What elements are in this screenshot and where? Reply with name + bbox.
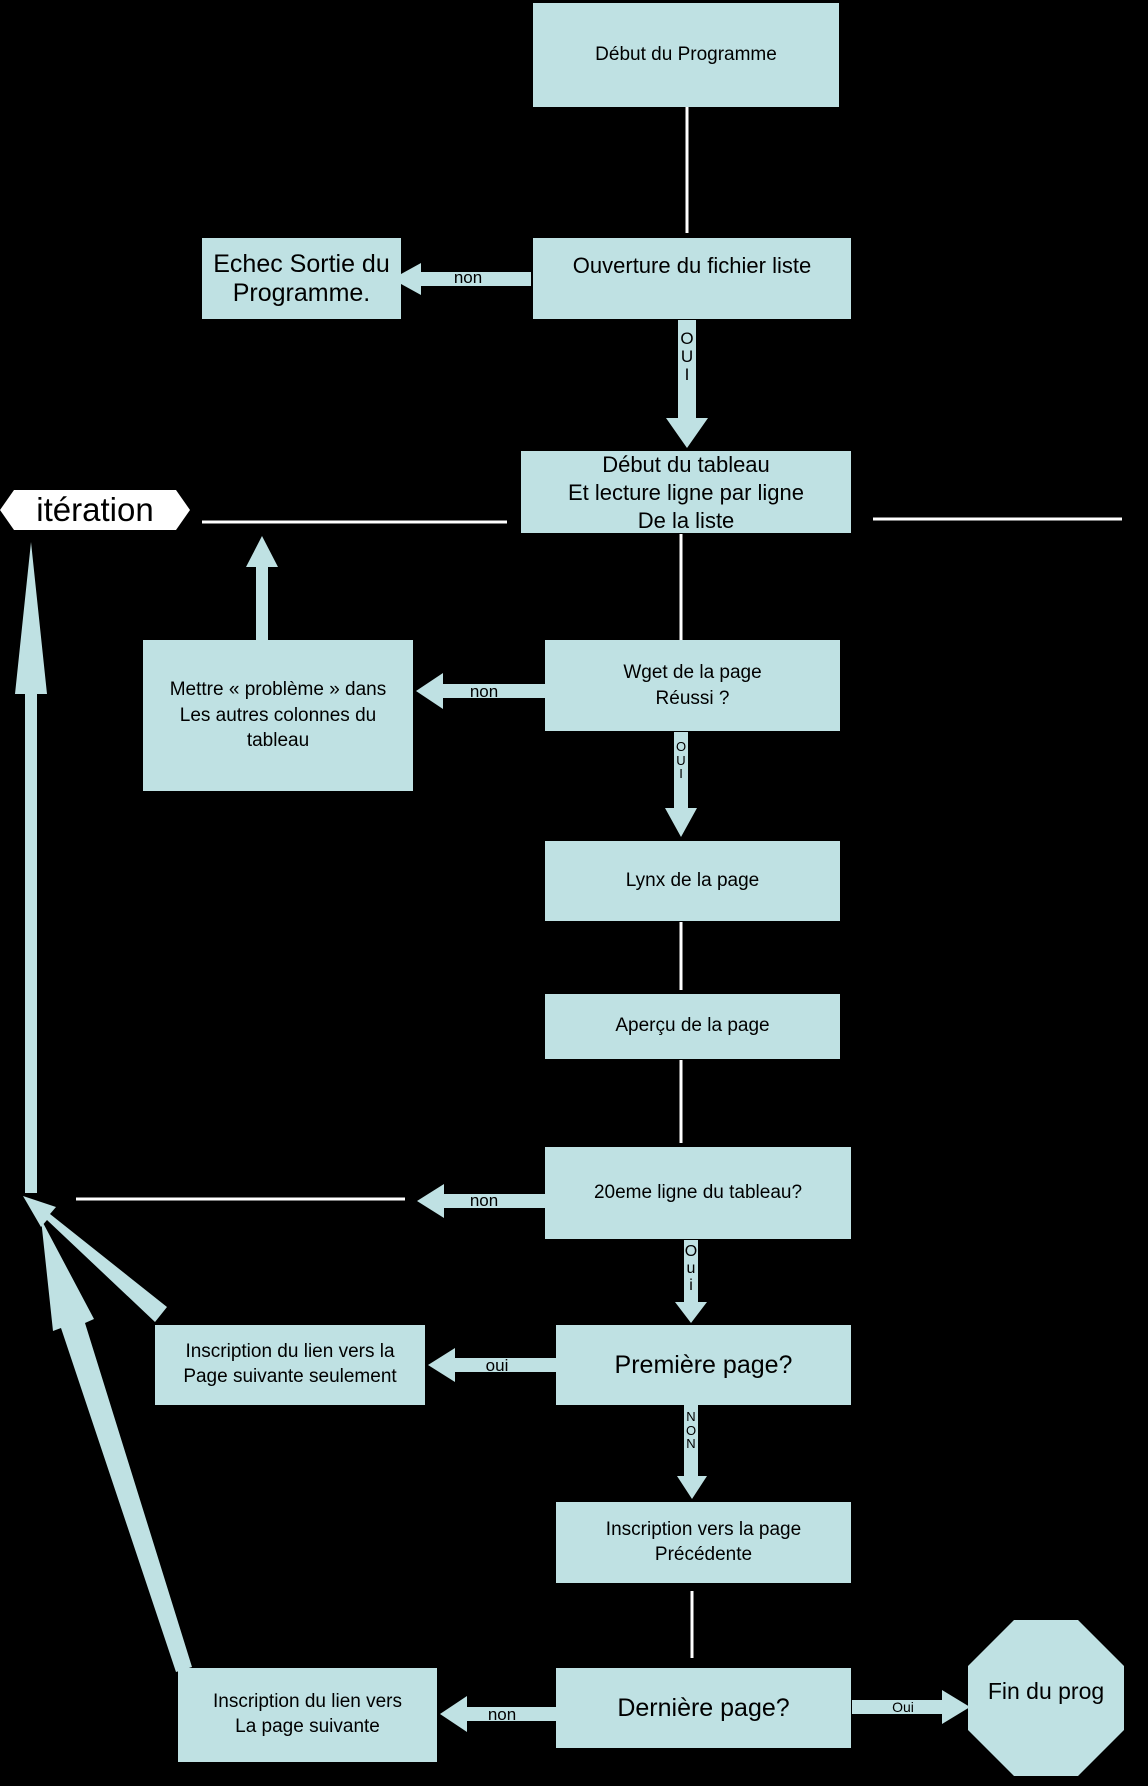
arrow-open-fail <box>392 263 531 295</box>
wget-box: Wget de la page Réussi ? <box>545 640 840 731</box>
last-page-text: Dernière page? <box>617 1693 790 1722</box>
arrow-first-prev <box>677 1405 707 1499</box>
next-only-text: Inscription du lien vers la Page suivant… <box>183 1341 397 1387</box>
lynx-text: Lynx de la page <box>625 869 760 891</box>
end-text: Fin du prog <box>987 1678 1105 1704</box>
arrow-line20-first <box>675 1240 707 1323</box>
prev-page-text: Inscription vers la page Précédente <box>605 1518 802 1565</box>
arrow-nextlink-iteration <box>41 1219 192 1672</box>
arrow-iteration-up <box>15 542 47 1193</box>
open-file-text: Ouverture du fichier liste <box>572 253 812 278</box>
lynx-box: Lynx de la page <box>545 841 840 921</box>
terminal-iteration-shape <box>0 490 190 530</box>
prev-page-box: Inscription vers la page Précédente <box>556 1502 851 1583</box>
line20-text: 20eme ligne du tableau? <box>593 1181 803 1203</box>
arrow-wget-lynx <box>665 732 697 837</box>
open-file-box: Ouverture du fichier liste <box>533 238 851 319</box>
arrow-first-nextonly <box>428 1348 556 1382</box>
table-start-text: Début du tableau Et lecture ligne par li… <box>567 452 805 534</box>
next-link-box: Inscription du lien vers La page suivant… <box>178 1668 437 1762</box>
problem-box: Mettre « problème » dans Les autres colo… <box>143 640 413 791</box>
last-page-box: Dernière page? <box>556 1668 851 1748</box>
arrow-open-table <box>666 320 708 448</box>
arrow-nextonly-iteration <box>23 1196 167 1322</box>
arrow-wget-problem <box>416 673 545 709</box>
terminal-end-octagon <box>968 1620 1124 1776</box>
iteration-terminal: itération <box>0 490 190 530</box>
next-only-box: Inscription du lien vers la Page suivant… <box>155 1325 425 1405</box>
iteration-text: itération <box>36 491 154 528</box>
fail-exit-box: Echec Sortie du Programme. <box>202 238 401 319</box>
arrow-problem-iteration <box>246 536 278 640</box>
apercu-box: Aperçu de la page <box>545 994 840 1059</box>
start-box: Début du Programme <box>533 3 839 107</box>
apercu-text: Aperçu de la page <box>615 1015 770 1037</box>
arrow-last-nextlink <box>440 1696 556 1732</box>
arrow-line20-non <box>417 1184 545 1218</box>
start-text: Début du Programme <box>595 43 777 65</box>
end-terminal: Fin du prog <box>968 1620 1124 1776</box>
problem-text: Mettre « problème » dans Les autres colo… <box>169 679 387 752</box>
table-start-box: Début du tableau Et lecture ligne par li… <box>521 451 851 533</box>
first-page-text: Première page? <box>614 1350 793 1379</box>
fail-exit-text: Echec Sortie du Programme. <box>213 249 390 307</box>
wget-text: Wget de la page Réussi ? <box>623 661 762 709</box>
line20-box: 20eme ligne du tableau? <box>545 1147 851 1239</box>
next-link-text: Inscription du lien vers La page suivant… <box>212 1691 403 1737</box>
first-page-box: Première page? <box>556 1325 851 1405</box>
arrow-last-end <box>852 1690 970 1724</box>
